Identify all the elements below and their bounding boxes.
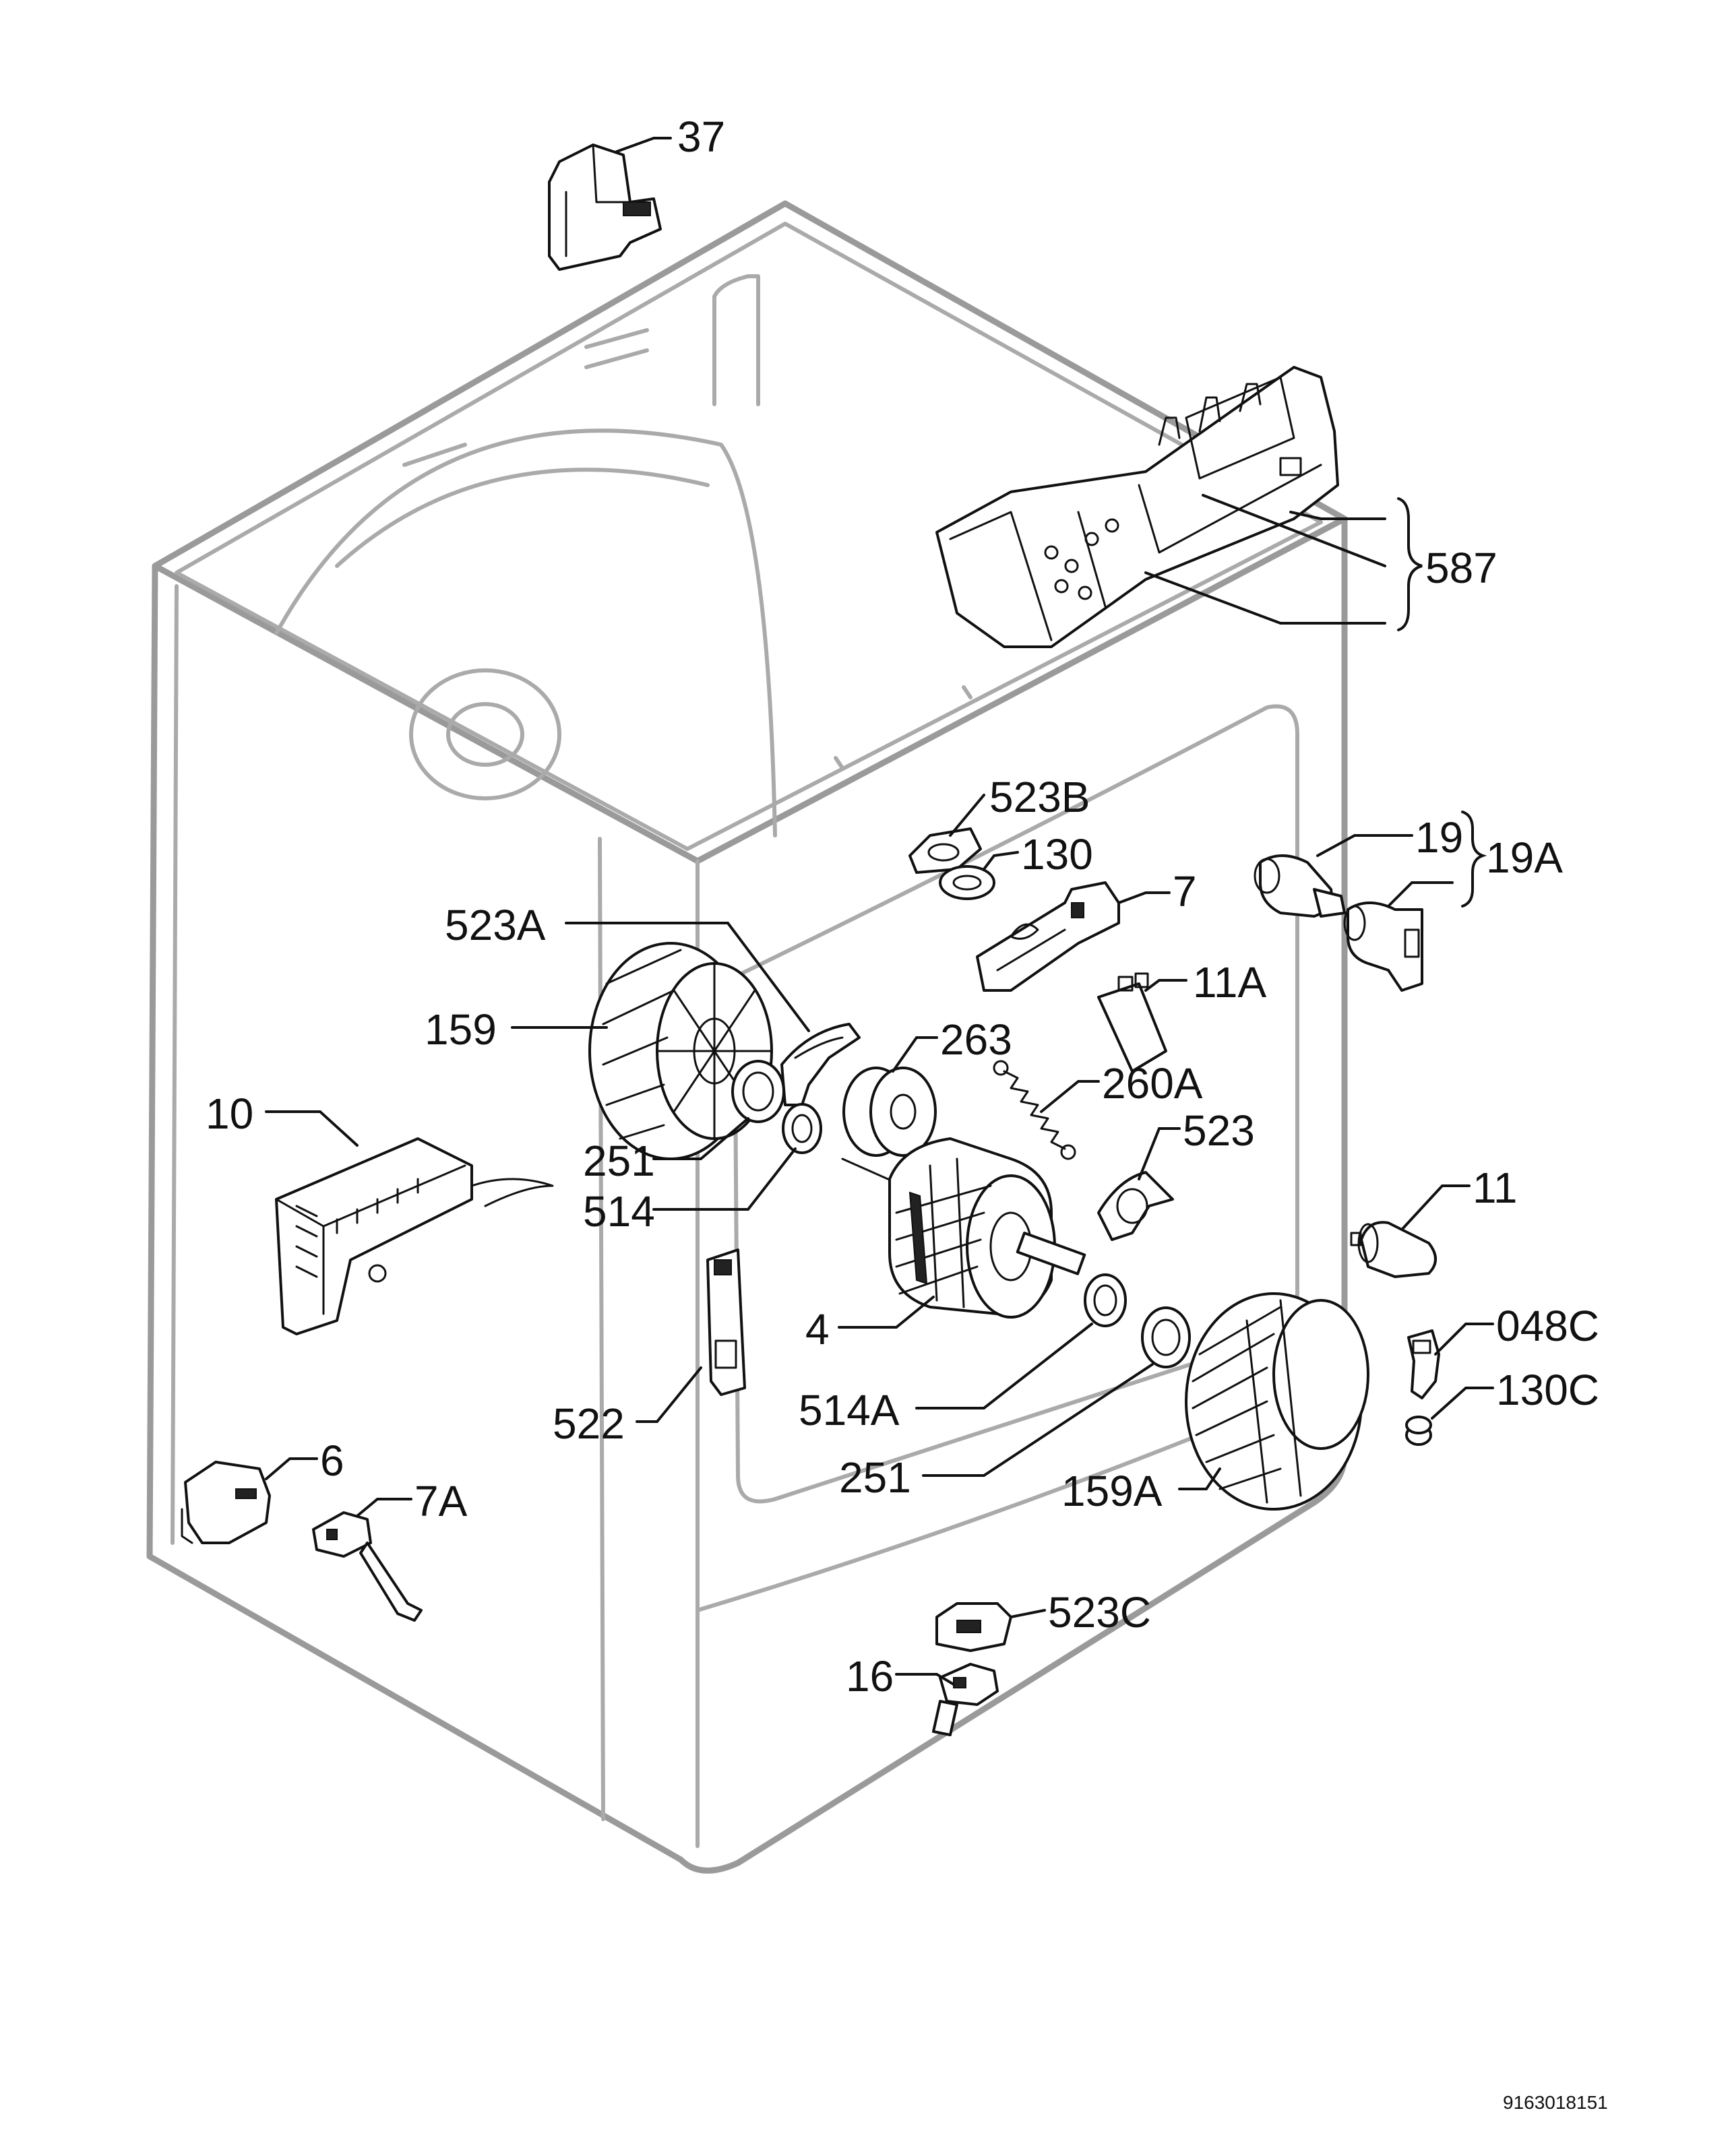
label-6: 6	[320, 1436, 344, 1485]
part-7A-microswitch	[312, 1511, 423, 1622]
part-587-control-board	[935, 366, 1339, 648]
label-19A: 19A	[1486, 833, 1563, 882]
part-number-labels: 37 587 523B 130 19 19A 7 523A 11A 159 26…	[206, 113, 1608, 2113]
part-159A-fan-impeller	[1185, 1292, 1369, 1511]
part-11-capacitor	[1350, 1221, 1437, 1278]
label-130C: 130C	[1496, 1366, 1599, 1414]
label-10: 10	[206, 1089, 253, 1138]
label-587: 587	[1425, 544, 1497, 592]
part-048C-sensor	[1407, 1329, 1440, 1399]
part-251-bearing-ring-lower	[1141, 1306, 1191, 1368]
part-19-lamp	[1254, 854, 1346, 918]
label-263: 263	[940, 1015, 1012, 1064]
part-130-ring	[939, 865, 995, 900]
part-523B-clip	[908, 827, 982, 874]
label-514A: 514A	[799, 1386, 900, 1434]
part-522-switch	[706, 1248, 746, 1396]
label-37: 37	[677, 113, 725, 161]
label-523A: 523A	[445, 901, 546, 949]
part-159-drive-wheel	[588, 942, 773, 1160]
label-159A: 159A	[1061, 1467, 1163, 1515]
label-523C: 523C	[1048, 1588, 1151, 1637]
leader-lines	[265, 137, 1494, 1686]
label-7: 7	[1173, 867, 1197, 916]
label-4: 4	[805, 1305, 830, 1354]
label-523B: 523B	[989, 773, 1090, 821]
label-11: 11	[1473, 1164, 1517, 1212]
part-514-ring	[782, 1103, 822, 1154]
label-260A: 260A	[1102, 1059, 1203, 1108]
label-130: 130	[1021, 830, 1093, 879]
part-16-microswitch	[932, 1663, 999, 1736]
part-10-heater	[275, 1137, 554, 1335]
label-16: 16	[846, 1652, 894, 1701]
label-251-lower: 251	[839, 1453, 911, 1502]
part-130C-seal	[1405, 1416, 1432, 1446]
label-159: 159	[425, 1005, 497, 1054]
document-number: 9163018151	[1503, 2092, 1608, 2113]
label-11A: 11A	[1193, 958, 1266, 1007]
part-251-bearing-ring-upper	[731, 1060, 785, 1123]
part-523A-motor-bracket	[780, 1023, 861, 1106]
part-523-motor-bracket	[1097, 1171, 1174, 1241]
part-4-motor	[841, 1137, 1086, 1319]
part-11A-capacitor	[1097, 972, 1167, 1073]
part-263-pulley	[842, 1067, 937, 1157]
label-522: 522	[553, 1399, 625, 1448]
label-514: 514	[583, 1187, 655, 1236]
part-37-connector-block	[548, 144, 662, 271]
label-7A: 7A	[414, 1477, 468, 1525]
part-6-interference-filter	[181, 1461, 271, 1544]
label-251-upper: 251	[583, 1137, 655, 1185]
part-260A-spring	[993, 1060, 1076, 1160]
label-19: 19	[1415, 813, 1463, 862]
part-19A-lamp-holder	[1343, 901, 1423, 992]
label-523: 523	[1183, 1106, 1255, 1155]
part-523C-bracket	[935, 1602, 1012, 1652]
label-048C: 048C	[1496, 1302, 1599, 1350]
part-514A-ring	[1084, 1273, 1127, 1327]
part-7-switch-bracket	[976, 881, 1120, 992]
